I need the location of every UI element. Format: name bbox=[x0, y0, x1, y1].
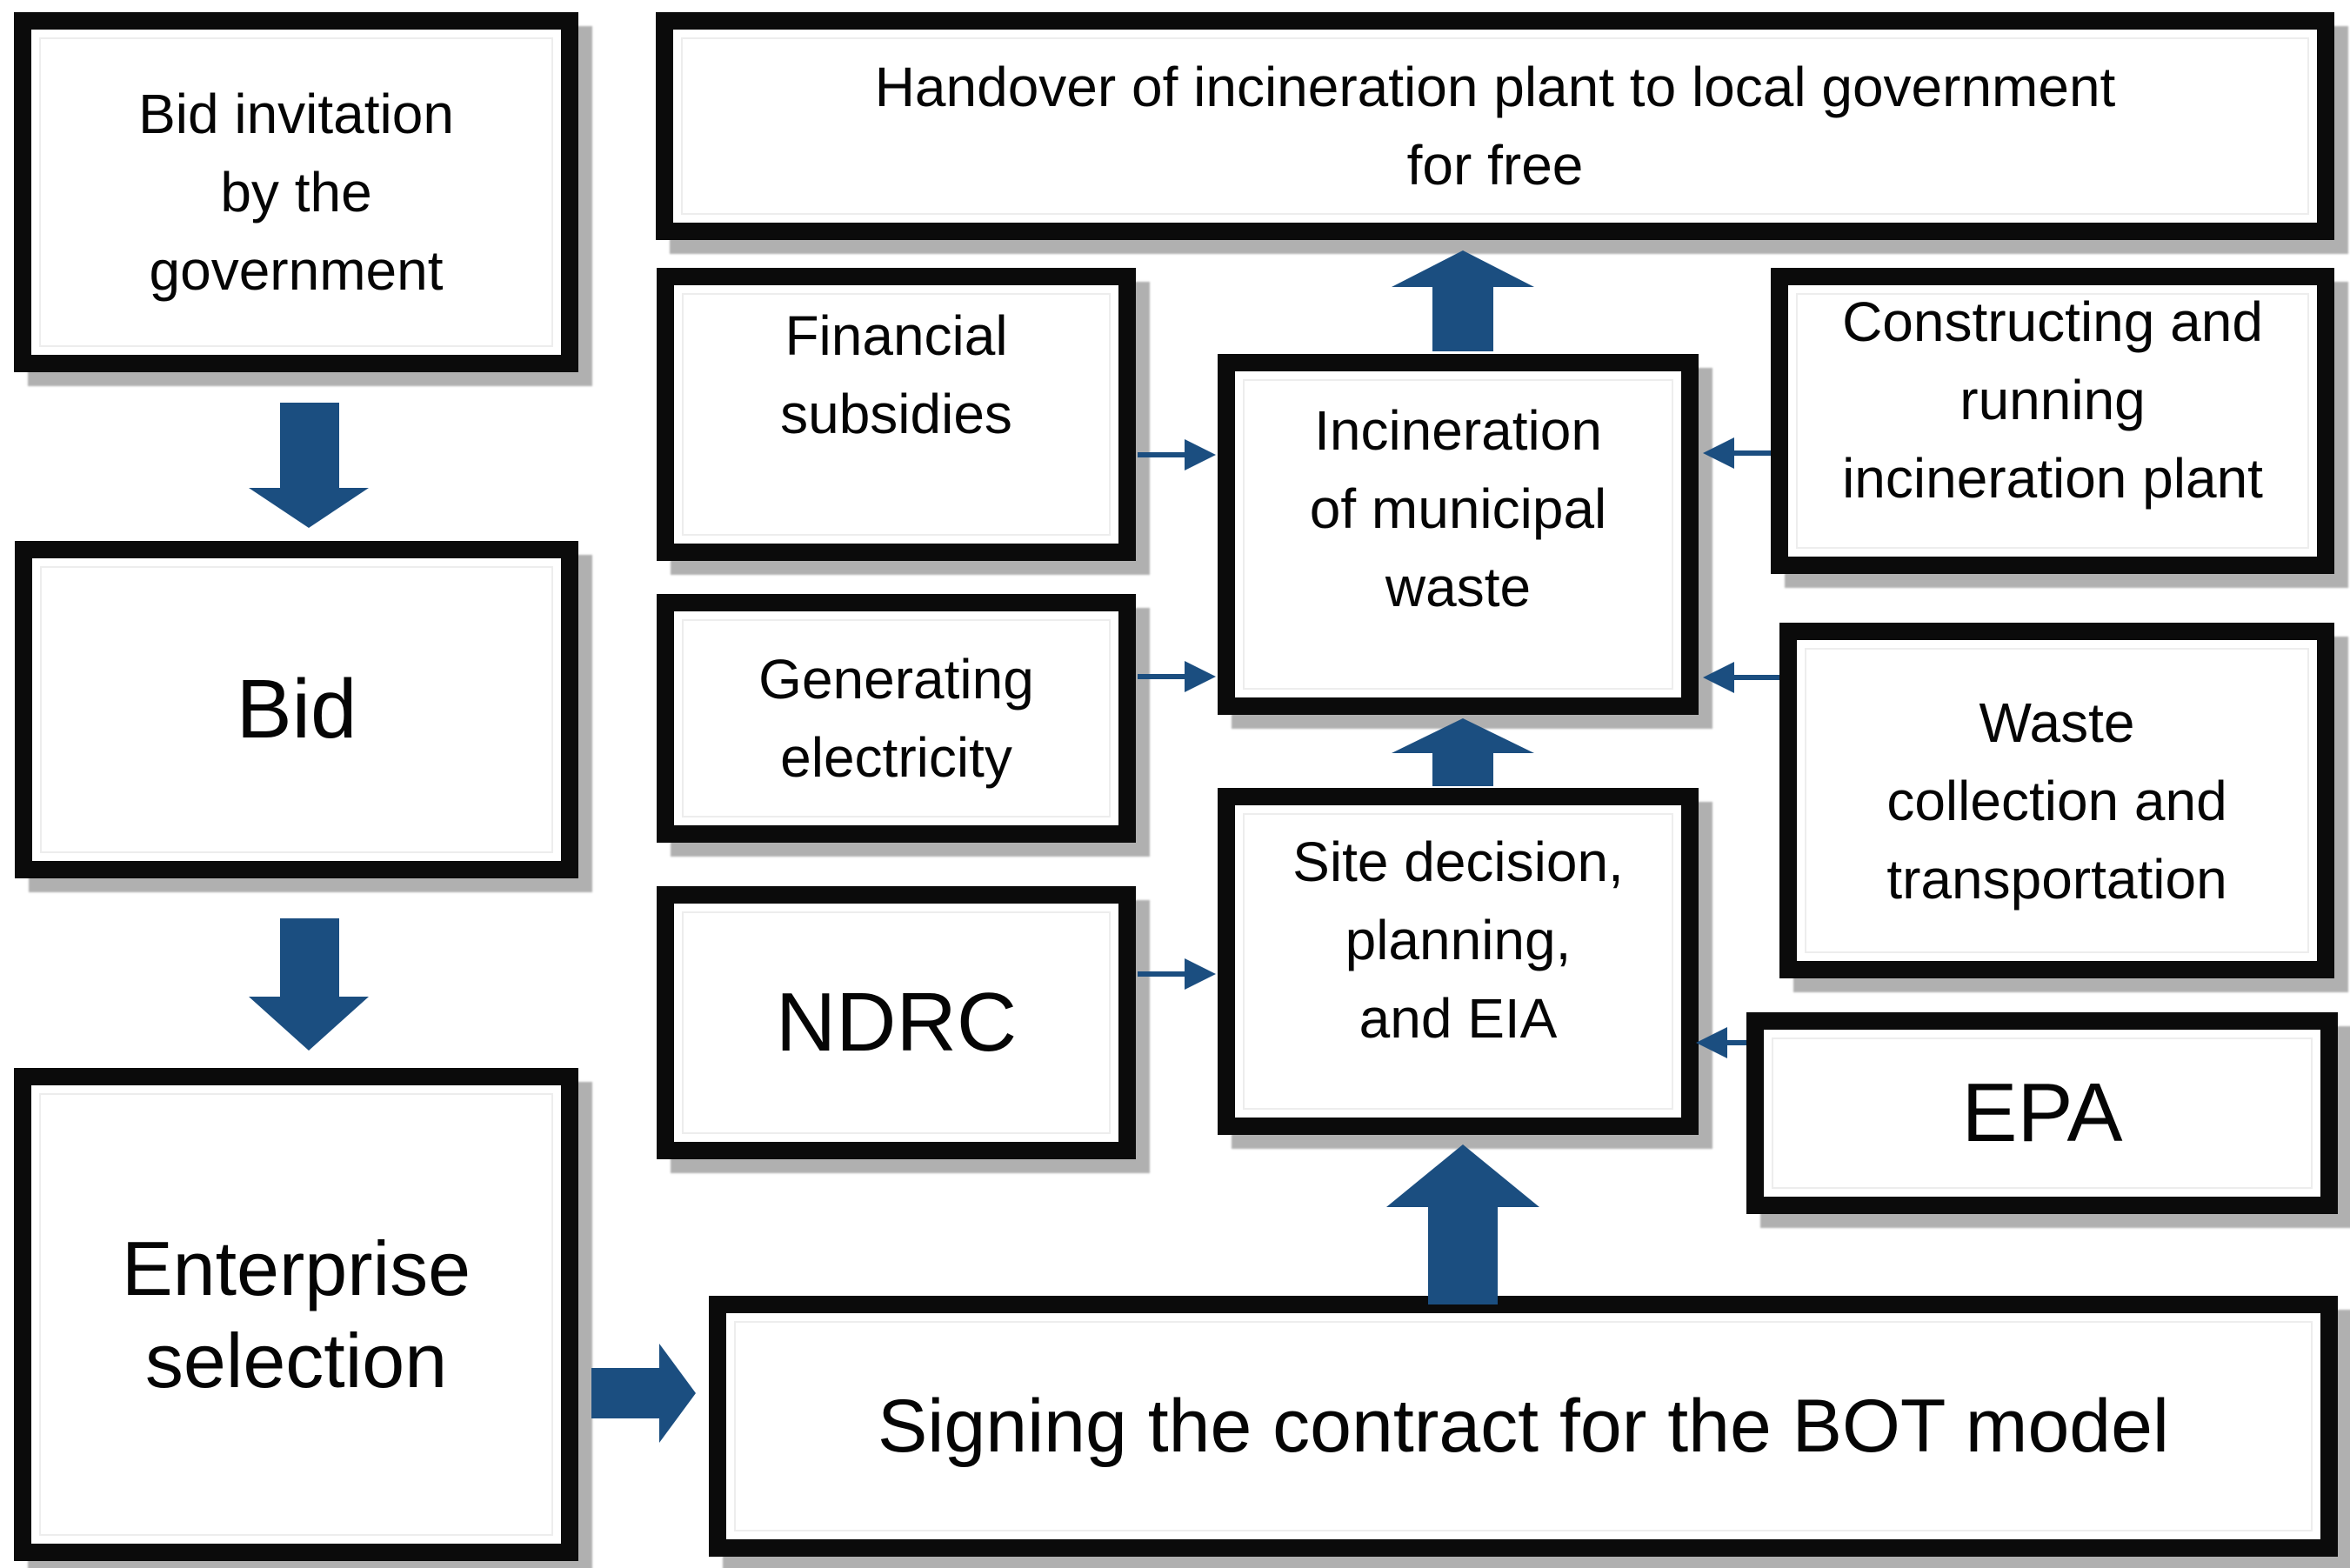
arrow-epa-to-site-decision bbox=[1727, 1040, 1746, 1045]
arrow-generating-to-incineration-head-icon bbox=[1185, 661, 1216, 692]
box-waste-collection-line: Waste bbox=[1979, 691, 2135, 754]
arrow-enterprise-to-signing-head-icon bbox=[659, 1344, 696, 1443]
box-waste-collection-line: collection and bbox=[1886, 769, 2227, 832]
arrow-bid-invitation-to-bid-head-icon bbox=[249, 488, 369, 528]
box-bid-invitation-line: government bbox=[149, 239, 444, 302]
box-incineration-line: of municipal bbox=[1309, 477, 1607, 540]
box-ndrc-line: NDRC bbox=[775, 976, 1018, 1069]
box-bid: Bid bbox=[15, 541, 578, 878]
box-site-decision-line: planning, bbox=[1345, 908, 1572, 971]
box-incineration-line: Incineration bbox=[1314, 398, 1602, 462]
arrow-enterprise-to-signing bbox=[591, 1368, 659, 1418]
box-enterprise-selection-line: selection bbox=[144, 1317, 448, 1404]
arrow-bid-invitation-to-bid bbox=[280, 403, 339, 488]
box-handover-line: for free bbox=[1406, 134, 1584, 197]
arrow-financial-to-incineration bbox=[1138, 452, 1185, 457]
box-constructing-running-line: running bbox=[1959, 369, 2146, 431]
arrow-site-decision-to-incineration bbox=[1432, 751, 1493, 786]
arrow-waste-to-incineration-head-icon bbox=[1703, 662, 1734, 693]
box-epa: EPA bbox=[1746, 1012, 2338, 1214]
arrow-bid-to-enterprise-selection bbox=[280, 918, 339, 997]
box-incineration: Incineration of municipal waste bbox=[1218, 354, 1699, 715]
arrow-generating-to-incineration bbox=[1138, 674, 1185, 679]
box-generating-electricity-line: electricity bbox=[780, 726, 1012, 789]
box-ndrc: NDRC bbox=[657, 886, 1136, 1159]
box-bid-invitation-line: by the bbox=[220, 161, 372, 224]
box-bid-invitation-line: Bid invitation bbox=[138, 83, 454, 145]
box-financial-subsidies: Financial subsidies bbox=[657, 268, 1136, 561]
box-site-decision: Site decision, planning, and EIA bbox=[1218, 788, 1699, 1135]
box-enterprise-selection: Enterprise selection bbox=[14, 1068, 578, 1561]
box-enterprise-selection-line: Enterprise bbox=[121, 1224, 471, 1311]
box-bid-invitation: Bid invitation by the government bbox=[14, 12, 578, 372]
box-financial-subsidies-line: Financial bbox=[784, 304, 1008, 367]
arrow-site-decision-to-incineration-head-icon bbox=[1392, 718, 1534, 753]
box-constructing-running-line: incineration plant bbox=[1842, 447, 2263, 510]
box-site-decision-line: and EIA bbox=[1359, 986, 1558, 1050]
box-signing-contract: Signing the contract for the BOT model bbox=[709, 1296, 2338, 1557]
box-financial-subsidies-line: subsidies bbox=[780, 382, 1012, 445]
arrow-bid-to-enterprise-selection-head-icon bbox=[249, 997, 369, 1051]
arrow-epa-to-site-decision-head-icon bbox=[1696, 1027, 1727, 1058]
arrow-signing-to-site-decision-head-icon bbox=[1386, 1144, 1539, 1207]
box-incineration-line: waste bbox=[1385, 555, 1532, 618]
box-handover: Handover of incineration plant to local … bbox=[656, 12, 2334, 240]
arrow-ndrc-to-site-decision-head-icon bbox=[1185, 958, 1216, 990]
arrow-financial-to-incineration-head-icon bbox=[1185, 439, 1216, 470]
arrow-signing-to-site-decision bbox=[1428, 1205, 1498, 1304]
arrow-constructing-to-incineration-head-icon bbox=[1703, 437, 1734, 469]
box-bid-line: Bid bbox=[236, 663, 357, 756]
arrow-incineration-to-handover bbox=[1432, 285, 1493, 351]
box-site-decision-line: Site decision, bbox=[1292, 830, 1624, 893]
box-waste-collection-line: transportation bbox=[1886, 847, 2227, 911]
box-signing-contract-line: Signing the contract for the BOT model bbox=[877, 1385, 2170, 1468]
box-epa-line: EPA bbox=[1961, 1066, 2123, 1159]
box-generating-electricity: Generating electricity bbox=[657, 594, 1136, 843]
arrow-waste-to-incineration bbox=[1734, 675, 1779, 680]
box-waste-collection: Waste collection and transportation bbox=[1779, 623, 2334, 978]
arrow-ndrc-to-site-decision bbox=[1138, 971, 1185, 977]
box-handover-line: Handover of incineration plant to local … bbox=[874, 56, 2116, 118]
box-constructing-running: Constructing and running incineration pl… bbox=[1771, 268, 2334, 574]
arrow-constructing-to-incineration bbox=[1734, 450, 1771, 456]
box-constructing-running-line: Constructing and bbox=[1842, 290, 2263, 353]
box-generating-electricity-line: Generating bbox=[758, 648, 1034, 711]
arrow-incineration-to-handover-head-icon bbox=[1392, 250, 1534, 287]
